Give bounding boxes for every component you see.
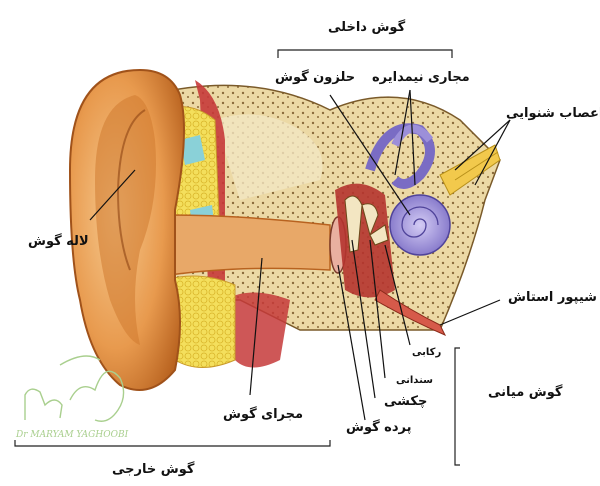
leader-lines — [89, 89, 511, 421]
ear-canal — [169, 214, 331, 276]
malleus-line — [351, 239, 376, 399]
label-ear-canal: مجرای گوش — [223, 407, 304, 422]
eustachian-line — [439, 299, 501, 326]
brackets — [14, 49, 460, 466]
watermark-text: Dr MARYAM YAGHOOBI — [16, 430, 129, 440]
watermark-logo — [24, 355, 125, 422]
canal-ear-line — [249, 257, 263, 396]
inner-ear-bracket — [277, 49, 453, 58]
eardrum-line — [337, 264, 366, 421]
canal-line-b — [409, 89, 416, 186]
middle-ear-bracket — [454, 347, 460, 466]
label-outer-ear: گوش خارجی — [112, 462, 195, 477]
inner-ear — [365, 123, 451, 256]
pinna — [68, 68, 185, 391]
label-cochlea: حلزون گوش — [275, 70, 356, 85]
label-auditory-nerve: اعصاب شنوایی — [506, 106, 600, 121]
label-eardrum: پرده گوش — [346, 420, 412, 435]
label-pinna: لاله گوش — [28, 234, 89, 249]
label-incus: سندانی — [396, 375, 433, 386]
outer-ear-bracket — [14, 440, 331, 447]
stapes-line — [384, 244, 411, 346]
label-middle-ear: گوش میانی — [488, 385, 563, 400]
nerve-line-a — [454, 119, 511, 171]
label-malleus: چکشی — [384, 394, 428, 409]
nerve-line-b — [474, 119, 511, 186]
canal-line-a — [394, 89, 411, 176]
cochlea-line — [329, 94, 411, 216]
ossicles — [344, 195, 389, 253]
label-semicircular-canals: مجاری نیمدایره — [372, 70, 470, 85]
pinna-line — [89, 169, 136, 221]
label-eustachian-tube: شیپور استاش — [508, 290, 597, 305]
incus-line — [369, 239, 386, 379]
label-stapes: رکابی — [412, 347, 442, 358]
label-inner-ear: گوش داخلی — [328, 20, 406, 35]
